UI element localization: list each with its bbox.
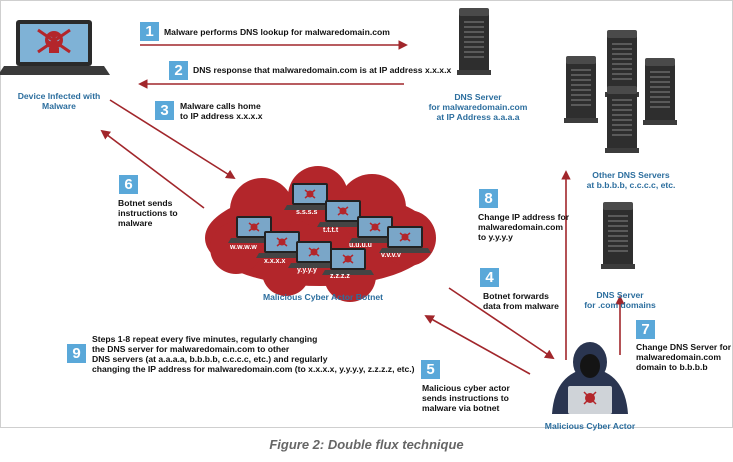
dns-server-icon bbox=[457, 8, 491, 75]
botnet-node-label: s.s.s.s bbox=[296, 209, 318, 216]
step-5-badge: 5 bbox=[421, 360, 440, 379]
step-3-badge: 3 bbox=[155, 101, 174, 120]
step-7-badge: 7 bbox=[636, 320, 655, 339]
step-1-text: Malware performs DNS lookup for malwared… bbox=[164, 27, 390, 37]
step-6-text: Botnet sends instructions to malware bbox=[118, 198, 178, 228]
com-dns-server-icon bbox=[601, 202, 635, 269]
step-5-text: Malicious cyber actor sends instructions… bbox=[422, 383, 510, 413]
step-9-badge: 9 bbox=[67, 344, 86, 363]
arrow-step6 bbox=[100, 129, 205, 209]
actor-label: Malicious Cyber Actor bbox=[544, 421, 636, 431]
infected-laptop-icon bbox=[0, 20, 110, 75]
double-flux-diagram bbox=[0, 8, 677, 414]
step-8-text: Change IP address for malwaredomain.com … bbox=[478, 212, 570, 242]
step-1-badge: 1 bbox=[140, 22, 159, 41]
com-dns-server-label: DNS Server for .com domains bbox=[584, 290, 656, 310]
step-2-badge: 2 bbox=[169, 61, 188, 80]
botnet-node-label: y.y.y.y bbox=[297, 267, 317, 274]
botnet-node-label: x.x.x.x bbox=[264, 258, 286, 265]
botnet-node-label: u.u.u.u bbox=[349, 242, 372, 249]
step-2-text: DNS response that malwaredomain.com is a… bbox=[193, 65, 452, 75]
step-3-text: Malware calls home to IP address x.x.x.x bbox=[180, 101, 263, 121]
step-4-text: Botnet forwards data from malware bbox=[483, 291, 559, 311]
arrow-step5 bbox=[424, 315, 531, 375]
other-dns-servers-icon bbox=[564, 30, 677, 153]
flow-arrows bbox=[100, 40, 625, 375]
botnet-node-label: z.z.z.z bbox=[330, 273, 350, 280]
botnet-label: Malicious Cyber Actor Botnet bbox=[262, 292, 383, 302]
botnet-cloud-icon bbox=[205, 166, 436, 302]
botnet-node-label: t.t.t.t bbox=[323, 227, 339, 234]
step-4-badge: 4 bbox=[480, 268, 499, 287]
botnet-node-label: w.w.w.w bbox=[230, 244, 257, 251]
step-7-text: Change DNS Server for malwaredomain.com … bbox=[636, 342, 732, 372]
step-9-text: Steps 1-8 repeat every five minutes, reg… bbox=[92, 334, 415, 374]
botnet-node-label: v.v.v.v bbox=[381, 252, 401, 259]
step-8-badge: 8 bbox=[479, 189, 498, 208]
step-6-badge: 6 bbox=[119, 175, 138, 194]
arrow-step4 bbox=[448, 287, 555, 360]
figure-caption: Figure 2: Double flux technique bbox=[269, 437, 464, 452]
infected-device-label: Device Infected with Malware bbox=[17, 91, 101, 111]
dns-server-label: DNS Server for malwaredomain.com at IP A… bbox=[428, 92, 528, 122]
arrow-step3 bbox=[109, 99, 236, 180]
malicious-actor-icon bbox=[552, 342, 628, 414]
other-dns-servers-label: Other DNS Servers at b.b.b.b, c.c.c.c, e… bbox=[586, 170, 676, 190]
